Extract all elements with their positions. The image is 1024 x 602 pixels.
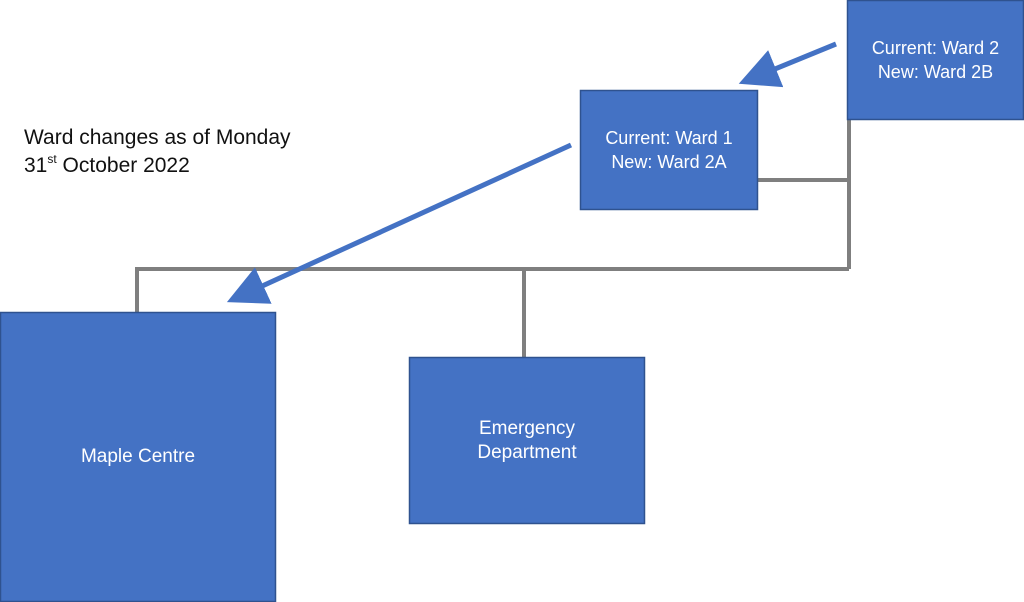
connector-main-bus xyxy=(135,267,849,312)
box-maple-shape xyxy=(0,311,277,602)
box-emergency-shape xyxy=(408,356,646,525)
box-ward2-shape xyxy=(846,0,1024,121)
ward1-new-label: New: Ward 2A xyxy=(611,152,727,172)
caption-ordinal-suffix: st xyxy=(47,152,57,166)
ward1-current-label: Current: Ward 1 xyxy=(605,128,733,148)
connector-lines xyxy=(135,120,851,357)
arrow-ward2-to-ward1 xyxy=(738,41,837,88)
arrow-ward1-to-maple xyxy=(226,142,573,304)
box-ward1-shape xyxy=(579,89,759,211)
caption-line-2: 31st October 2022 xyxy=(24,152,291,180)
ward2-new-label: New: Ward 2B xyxy=(877,62,994,82)
maple-centre-label: Maple Centre xyxy=(80,446,196,467)
caption-month-year: October 2022 xyxy=(56,154,190,177)
emergency-label-line-1: Emergency xyxy=(478,417,576,439)
emergency-label-line-2: Department xyxy=(477,441,577,463)
ward2-current-label: Current: Ward 2 xyxy=(871,38,1000,58)
caption-line-1: Ward changes as of Monday xyxy=(24,126,291,149)
caption-day: 31 xyxy=(24,154,48,177)
box-ward-2: Current: Ward 2 New: Ward 2B xyxy=(847,0,1024,120)
ward-changes-caption: Ward changes as of Monday 31st October 2… xyxy=(24,124,291,180)
box-maple-centre: Maple Centre xyxy=(0,312,276,602)
box-ward-1: Current: Ward 1 New: Ward 2A xyxy=(580,90,758,210)
box-emergency-department: Emergency Department xyxy=(409,357,645,524)
